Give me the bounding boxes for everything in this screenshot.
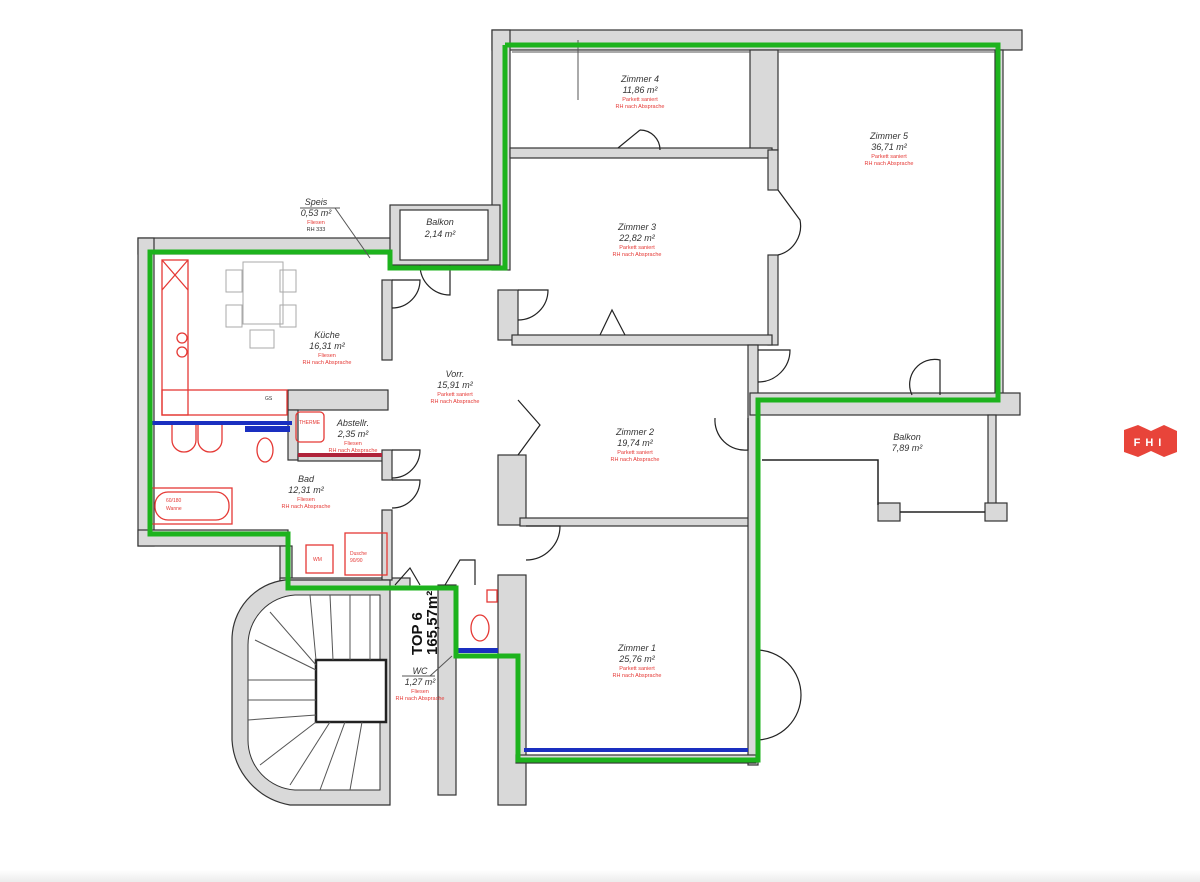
svg-text:11,86 m²: 11,86 m²	[623, 85, 659, 95]
svg-text:Abstellr.: Abstellr.	[336, 418, 369, 428]
svg-text:Parkett saniert: Parkett saniert	[437, 392, 473, 398]
room-zimmer-1: Zimmer 1 25,76 m² Parkett saniert RH nac…	[613, 643, 662, 679]
svg-text:Zimmer 2: Zimmer 2	[615, 427, 654, 437]
svg-text:Fliesen: Fliesen	[318, 353, 336, 359]
svg-text:Fliesen: Fliesen	[344, 441, 362, 447]
svg-text:RH nach Absprache: RH nach Absprache	[865, 161, 914, 167]
svg-text:RH nach Absprache: RH nach Absprache	[396, 696, 445, 702]
room-zimmer-2: Zimmer 2 19,74 m² Parkett saniert RH nac…	[611, 427, 660, 463]
room-balkon-small: Balkon 2,14 m²	[424, 217, 457, 239]
svg-text:RH nach Absprache: RH nach Absprache	[329, 448, 378, 454]
bottom-edge	[0, 870, 1200, 882]
svg-text:Fliesen: Fliesen	[297, 497, 315, 503]
svg-text:RH nach Absprache: RH nach Absprache	[303, 360, 352, 366]
room-wc: WC 1,27 m² Fliesen RH nach Absprache	[396, 655, 453, 702]
svg-text:Parkett saniert: Parkett saniert	[622, 97, 658, 103]
svg-text:THERME: THERME	[299, 420, 321, 426]
room-zimmer-3: Zimmer 3 22,82 m² Parkett saniert RH nac…	[613, 222, 662, 258]
svg-text:0,53 m²: 0,53 m²	[301, 208, 333, 218]
radiators	[152, 421, 748, 752]
svg-text:RH nach Absprache: RH nach Absprache	[616, 104, 665, 110]
svg-text:Zimmer 5: Zimmer 5	[869, 131, 909, 141]
svg-text:Wanne: Wanne	[166, 506, 182, 512]
svg-text:36,71 m²: 36,71 m²	[871, 142, 908, 152]
bathroom-fixtures	[151, 411, 498, 642]
svg-text:Bad: Bad	[298, 474, 315, 484]
room-zimmer-4: Zimmer 4 11,86 m² Parkett saniert RH nac…	[616, 74, 665, 110]
svg-text:Parkett saniert: Parkett saniert	[617, 450, 653, 456]
svg-text:WM: WM	[313, 557, 322, 563]
svg-text:Zimmer 3: Zimmer 3	[617, 222, 656, 232]
room-kueche: Küche 16,31 m² Fliesen RH nach Absprache	[303, 330, 352, 366]
svg-text:Balkon: Balkon	[893, 432, 921, 442]
svg-text:Zimmer 1: Zimmer 1	[617, 643, 656, 653]
room-vorraum: Vorr. 15,91 m² Parkett saniert RH nach A…	[431, 369, 480, 405]
room-zimmer-5: Zimmer 5 36,71 m² Parkett saniert RH nac…	[865, 131, 914, 167]
svg-text:Parkett saniert: Parkett saniert	[619, 666, 655, 672]
svg-text:25,76 m²: 25,76 m²	[618, 654, 656, 664]
svg-text:22,82 m²: 22,82 m²	[618, 233, 656, 243]
svg-text:Küche: Küche	[314, 330, 340, 340]
fhi-logo: FHI	[1124, 425, 1177, 457]
svg-text:12,31 m²: 12,31 m²	[288, 485, 325, 495]
svg-text:RH nach Absprache: RH nach Absprache	[613, 252, 662, 258]
svg-text:Fliesen: Fliesen	[307, 220, 325, 226]
svg-text:RH nach Absprache: RH nach Absprache	[611, 457, 660, 463]
svg-text:Zimmer 4: Zimmer 4	[620, 74, 659, 84]
svg-text:90/90: 90/90	[350, 558, 363, 564]
kitchen-counter	[161, 259, 288, 416]
logo-text: FHI	[1134, 437, 1167, 449]
svg-text:2,14 m²: 2,14 m²	[424, 229, 457, 239]
interior-lines	[512, 40, 995, 513]
room-bad: Bad 12,31 m² Fliesen RH nach Absprache	[282, 474, 331, 510]
svg-text:Speis: Speis	[305, 197, 328, 207]
room-balkon-large: Balkon 7,89 m²	[892, 432, 924, 453]
room-speis: Speis 0,53 m² Fliesen RH 333	[300, 197, 371, 259]
svg-text:RH nach Absprache: RH nach Absprache	[613, 673, 662, 679]
svg-text:2,35 m²: 2,35 m²	[337, 429, 370, 439]
svg-text:60/180: 60/180	[166, 498, 182, 504]
svg-text:Parkett saniert: Parkett saniert	[619, 245, 655, 251]
svg-text:Balkon: Balkon	[426, 217, 454, 227]
svg-text:Fliesen: Fliesen	[411, 689, 429, 695]
room-abstellraum: Abstellr. 2,35 m² Fliesen RH nach Abspra…	[329, 418, 378, 454]
svg-text:RH nach Absprache: RH nach Absprache	[431, 399, 480, 405]
svg-text:RH 333: RH 333	[307, 227, 326, 233]
fixture-labels: THERME GS 60/180 Wanne Dusche 90/90 WM	[166, 396, 367, 564]
svg-text:Vorr.: Vorr.	[446, 369, 465, 379]
svg-text:Dusche: Dusche	[350, 551, 367, 557]
unit-outline	[147, 42, 1001, 763]
svg-text:1,27 m²: 1,27 m²	[405, 677, 437, 687]
svg-text:WC: WC	[413, 666, 428, 676]
svg-text:GS: GS	[265, 396, 273, 402]
kitchen-table	[225, 261, 297, 349]
svg-text:19,74 m²: 19,74 m²	[617, 438, 654, 448]
svg-text:7,89 m²: 7,89 m²	[892, 443, 924, 453]
svg-text:TOP 6: TOP 6	[409, 612, 426, 655]
doors	[391, 129, 941, 741]
svg-text:16,31 m²: 16,31 m²	[309, 341, 346, 351]
svg-text:165,57m²: 165,57m²	[424, 591, 441, 655]
unit-total-label: TOP 6 165,57m²	[409, 591, 441, 655]
svg-text:RH nach Absprache: RH nach Absprache	[282, 504, 331, 510]
svg-text:Parkett saniert: Parkett saniert	[871, 154, 907, 160]
stairwell	[231, 579, 391, 806]
svg-text:15,91 m²: 15,91 m²	[437, 380, 474, 390]
